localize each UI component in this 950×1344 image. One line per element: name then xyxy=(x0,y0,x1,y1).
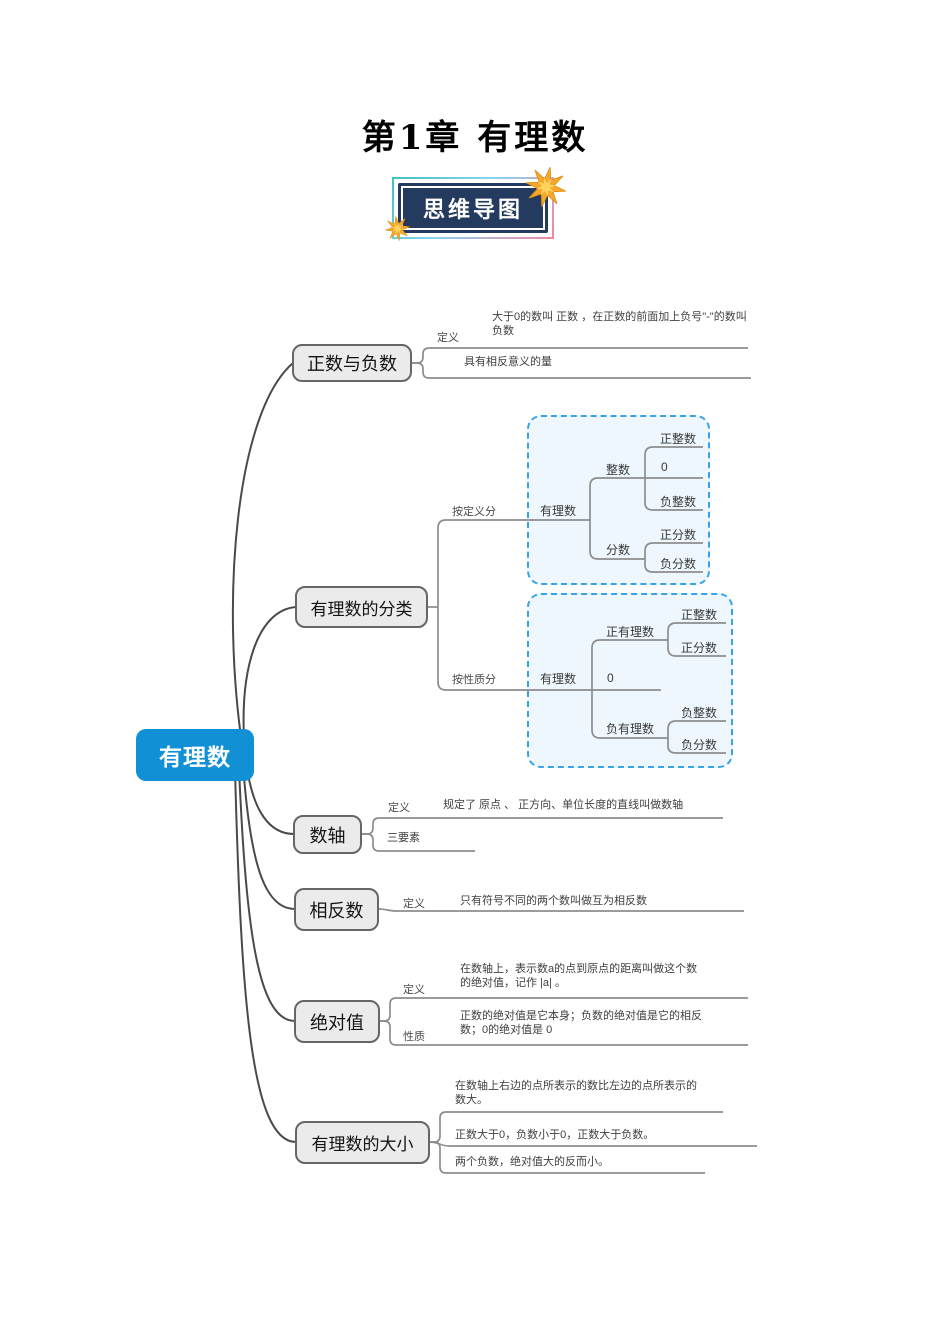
positive-fraction-label-2: 正分数 xyxy=(681,641,718,655)
comparison-rule-2-text: 正数大于0，负数小于0，正数大于负数。 xyxy=(455,1129,655,1141)
absolute-value-property-key: 性质 xyxy=(403,1031,425,1043)
negative-fraction-label-2: 负分数 xyxy=(681,738,718,752)
negative-rational-label: 负有理数 xyxy=(606,722,655,736)
positive-rational-label: 正有理数 xyxy=(606,625,655,639)
banner-label: 思维导图 xyxy=(422,197,523,222)
opposite-definition-text: 只有符号不同的两个数叫做互为相反数 xyxy=(460,895,647,907)
by-definition-rational-label: 有理数 xyxy=(540,504,577,518)
positive-integer-label: 正整数 xyxy=(660,432,697,446)
three-elements-text: 三要素 xyxy=(387,832,420,844)
comparison-rule-1-text: 在数轴上右边的点所表示的数比左边的点所表示的数大。 xyxy=(455,1080,697,1106)
by-definition-key: 按定义分 xyxy=(452,506,496,518)
branch-node-positive-negative-numbers: 正数与负数 xyxy=(292,344,412,382)
integer-label: 整数 xyxy=(606,463,631,477)
number-line-definition-key: 定义 xyxy=(388,802,410,814)
root-node: 有理数 xyxy=(136,729,254,781)
by-property-key: 按性质分 xyxy=(452,674,496,686)
fraction-label: 分数 xyxy=(606,543,631,557)
zero-label: 0 xyxy=(661,460,668,474)
opposite-quantities-text: 具有相反意义的量 xyxy=(464,356,552,368)
branch-node-absolute-value: 绝对值 xyxy=(294,1000,380,1043)
branch-node-classification: 有理数的分类 xyxy=(295,586,428,628)
negative-integer-label: 负整数 xyxy=(660,495,697,509)
positive-integer-label-2: 正整数 xyxy=(681,608,718,622)
number-line-definition-text: 规定了 原点 、 正方向、单位长度的直线叫做数轴 xyxy=(443,799,684,811)
opposite-definition-key: 定义 xyxy=(403,898,425,910)
page-title: 第1章 有理数 xyxy=(361,118,589,158)
positive-negative-definition-key: 定义 xyxy=(437,332,459,344)
zero-label-2: 0 xyxy=(607,671,614,685)
comparison-rule-3-text: 两个负数，绝对值大的反而小。 xyxy=(455,1156,609,1168)
mindmap-banner: 思维导图 xyxy=(385,167,566,241)
star-icon xyxy=(385,216,410,241)
by-property-rational-label: 有理数 xyxy=(540,672,577,686)
positive-negative-definition-text: 大于0的数叫 正数 ，在正数的前面加上负号"-"的数叫 负数 xyxy=(492,311,747,337)
branch-node-number-line: 数轴 xyxy=(293,815,362,854)
positive-fraction-label: 正分数 xyxy=(660,528,697,542)
negative-integer-label-2: 负整数 xyxy=(681,706,718,720)
banner-core: 思维导图 xyxy=(398,183,548,233)
absolute-value-property-text: 正数的绝对值是它本身；负数的绝对值是它的相反数；0的绝对值是 0 xyxy=(460,1010,702,1036)
star-icon xyxy=(526,167,566,207)
branch-node-opposite-numbers: 相反数 xyxy=(294,888,379,931)
absolute-value-definition-key: 定义 xyxy=(403,984,425,996)
absolute-value-definition-text: 在数轴上，表示数a的点到原点的距离叫做这个数的绝对值，记作 |a| 。 xyxy=(460,963,698,989)
branch-node-rational-number-comparison: 有理数的大小 xyxy=(295,1121,430,1164)
negative-fraction-label: 负分数 xyxy=(660,557,697,571)
